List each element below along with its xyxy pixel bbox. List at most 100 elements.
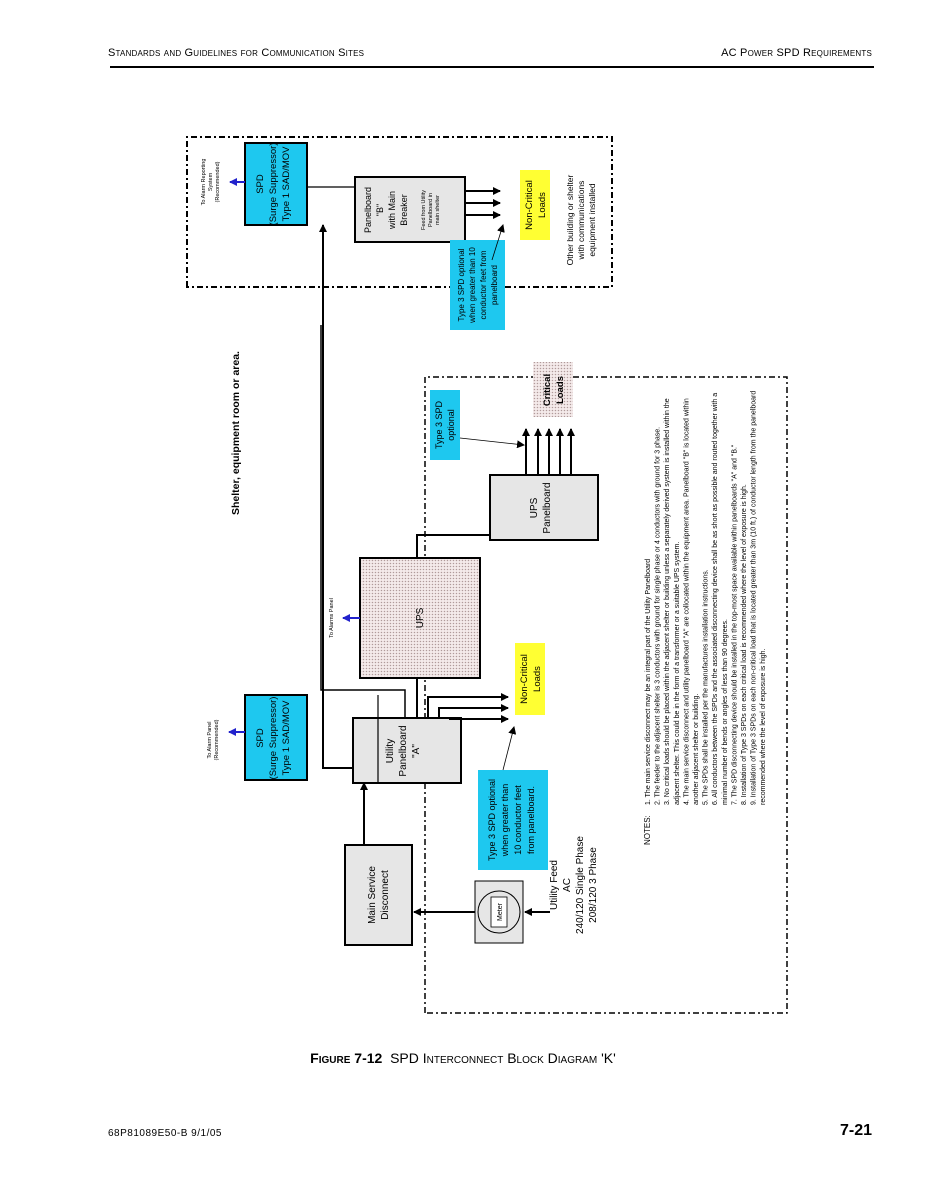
type3-b-2: when greater than 10 [468, 247, 477, 324]
ups-to-ups-panel [416, 534, 490, 558]
notes-list: 1. The main service disconnect may be an… [645, 391, 767, 805]
panel-b-sub-3: main shelter [435, 195, 441, 225]
type3-critical-callout [430, 390, 460, 460]
meter-circle [477, 890, 521, 934]
spd-a-line-3: Type 1 SAD/MOV [281, 700, 292, 776]
panel-b-line-4: Breaker [399, 194, 409, 226]
type3-critical-1: Type 3 SPD [434, 400, 444, 449]
utility-feed-2: AC [562, 878, 573, 892]
note-line: 5. The SPDs shall be installed per the m… [703, 569, 710, 805]
panel-a-line-3: "A" [411, 744, 422, 758]
other-building-2: with communications [576, 181, 586, 261]
main-service-disconnect-box [344, 844, 413, 946]
critical-loads-1: Critical [542, 374, 553, 406]
main-disconnect-label-1: Main Service [367, 866, 378, 924]
panel-a-branch-2 [438, 704, 509, 718]
note-line: 6. All conductors between the SPDs and t… [712, 393, 719, 805]
note-line: recommended where the level of exposure … [760, 649, 767, 805]
utility-panelboard-a-box [352, 717, 462, 784]
shelter-boundary [424, 376, 788, 1014]
type3-critical-leader [459, 437, 525, 449]
panel-b-line-3: with Main [387, 191, 397, 230]
spd-a-alarm-1: To Alarm Panel [207, 722, 213, 759]
running-header-right: AC Power SPD Requirements [721, 47, 872, 59]
spd-b-line-1: SPD [255, 174, 266, 194]
type3-a-2: when greater than [500, 784, 510, 858]
utility-feed-3: 240/120 Single Phase [575, 836, 586, 934]
utility-feed-1: Utility Feed [549, 860, 560, 910]
type3-b-3: conductor feet from [479, 250, 488, 319]
critical-feeders [522, 428, 575, 475]
spd-a-line-1: SPD [255, 728, 266, 748]
type3-a-4: from panelboard. [526, 786, 536, 854]
spd-a-box [244, 694, 308, 781]
other-building-3: equipment installed [587, 183, 597, 257]
type3-b-4: panelboard [490, 265, 499, 305]
spd-b-alarm-2: System [208, 172, 214, 191]
panel-b-line-1: Panelboard [363, 187, 373, 233]
header-rule [110, 66, 874, 68]
shelter-label: Shelter, equipment room or area. [230, 351, 242, 515]
panel-a-line-2: Panelboard [398, 725, 409, 776]
block-diagram: Shelter, equipment room or area. Main Se… [185, 135, 790, 1015]
feeder-path [319, 224, 353, 769]
notes-label: NOTES: [643, 815, 652, 845]
note-line: 2. The feeder to the adjacent shelter is… [655, 427, 662, 805]
type3-a-1: Type 3 SPD optional [487, 779, 497, 861]
diagram-svg: Shelter, equipment room or area. Main Se… [186, 136, 788, 1014]
type3-critical-2: optional [446, 409, 456, 441]
ups-label: UPS [415, 607, 426, 628]
panel-a-branch-3 [449, 715, 509, 723]
noncritical-a-1: Non-Critical [519, 654, 530, 704]
type3-spd-b-callout [450, 240, 505, 330]
spd-b-alarm-3: (Recommended) [215, 161, 221, 202]
note-line: 4. The main service disconnect and utili… [683, 398, 690, 805]
type3-b-leader [491, 224, 505, 261]
noncritical-loads-a [515, 643, 545, 715]
main-disconnect-label-2: Disconnect [380, 870, 391, 920]
spd-b-line-2: (Surge Suppressor) [268, 143, 279, 226]
ups-panel-1: UPS [529, 497, 540, 518]
feeder-vertical [320, 695, 389, 718]
note-line: 1. The main service disconnect may be an… [645, 559, 652, 805]
other-building-boundary [186, 136, 613, 288]
meter-inner [490, 896, 508, 928]
figure-caption: Figure 7-12 SPD Interconnect Block Diagr… [0, 1050, 926, 1066]
noncritical-b-1: Non-Critical [524, 180, 535, 230]
type3-a-leader [502, 726, 517, 771]
critical-loads-2: Loads [555, 376, 566, 404]
ups-panelboard-box [489, 474, 599, 541]
spd-b-alarm-1: To Alarm Reporting [201, 159, 207, 206]
document-id: 68P81089E50-B 9/1/05 [108, 1128, 222, 1139]
running-header-left: Standards and Guidelines for Communicati… [108, 47, 365, 59]
type3-b-1: Type 3 SPD optional [457, 248, 466, 321]
ups-panel-2: Panelboard [542, 482, 553, 533]
page-number: 7-21 [839, 1122, 872, 1139]
figure-title: SPD Interconnect Block Diagram 'K' [390, 1050, 616, 1066]
panel-b-sub-2: Panelboard in [428, 193, 434, 227]
panel-a-branch-1 [427, 693, 509, 718]
type3-spd-a-callout [478, 770, 548, 870]
noncritical-b-2: Loads [537, 192, 548, 218]
spd-a-line-2: (Surge Suppressor) [268, 697, 279, 780]
spd-a-alarm-2: (Recommended) [214, 719, 220, 760]
panelboard-b-box [354, 176, 466, 243]
ups-alarm-label: To Alarms Panel [329, 598, 335, 638]
panel-a-line-1: Utility [385, 739, 396, 763]
noncritical-a-2: Loads [532, 666, 543, 692]
note-line: minimal number of bends or angles of les… [722, 619, 729, 805]
panel-b-feeders [465, 187, 501, 219]
noncritical-loads-b [520, 170, 550, 240]
type3-a-3: 10 conductor feet [513, 785, 523, 855]
critical-loads [533, 362, 573, 417]
note-line: 9. Installation of Type 3 SPDs on each n… [751, 391, 758, 805]
figure-number: Figure 7-12 [310, 1050, 383, 1066]
panel-b-line-2: "B" [375, 204, 385, 216]
panel-b-sub-1: Feed from Utility [421, 190, 427, 230]
note-line: adjacent shelter. This could be in the f… [674, 542, 681, 805]
note-line: another adjacent shelter or building. [693, 694, 700, 805]
feeder-to-panel-b [320, 325, 406, 718]
meter-label: Meter [497, 902, 504, 921]
utility-feed-4: 208/120 3 Phase [588, 847, 599, 923]
note-line: 7. The SPD disconnecting device should b… [731, 444, 738, 805]
